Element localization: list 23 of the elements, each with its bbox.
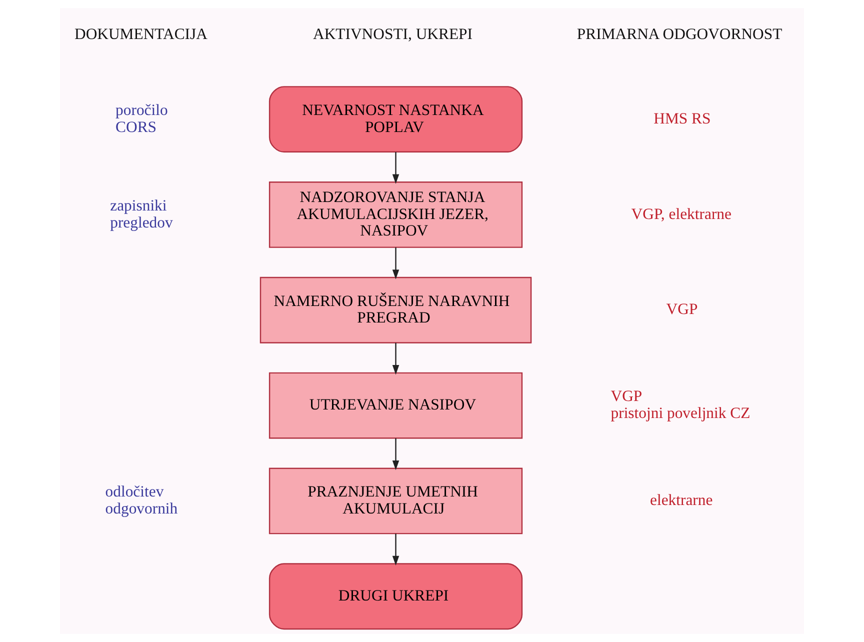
label: pristojni poveljnik CZ: [610, 405, 750, 422]
node-box: DRUGI UKREPI: [268, 563, 523, 630]
label: AKTIVNOSTI, UKREPI: [313, 26, 473, 43]
node-box: UTRJEVANJE NASIPOV: [268, 372, 523, 439]
label: DOKUMENTACIJA: [74, 26, 208, 43]
label: HMS RS: [654, 110, 711, 128]
label: odločitev odgovornih: [105, 484, 178, 518]
node-box: NEVARNOST NASTANKA POPLAV: [268, 86, 523, 153]
arrow: [392, 534, 400, 566]
node-box: NAMERNO RUŠENJE NARAVNIH PREGRAD: [260, 276, 532, 344]
node-box: PRAZNJENJE UMETNIH AKUMULACIJ: [268, 468, 523, 534]
label: VGP: [666, 301, 698, 318]
label: VGP: [610, 388, 642, 406]
label: PRIMARNA ODGOVORNOST: [576, 26, 782, 43]
arrow: [392, 342, 400, 375]
label: elektrarne: [650, 492, 713, 510]
label: poročilo CORS: [116, 102, 168, 136]
arrow: [392, 152, 400, 184]
node-box: NADZOROVANJE STANJA AKUMULACIJSKIH JEZER, NASIPOV: [268, 182, 523, 248]
arrow: [392, 438, 400, 470]
arrow: [392, 247, 400, 280]
label: zapisniki pregledov: [110, 197, 173, 232]
label: VGP, elektrarne: [631, 206, 732, 223]
